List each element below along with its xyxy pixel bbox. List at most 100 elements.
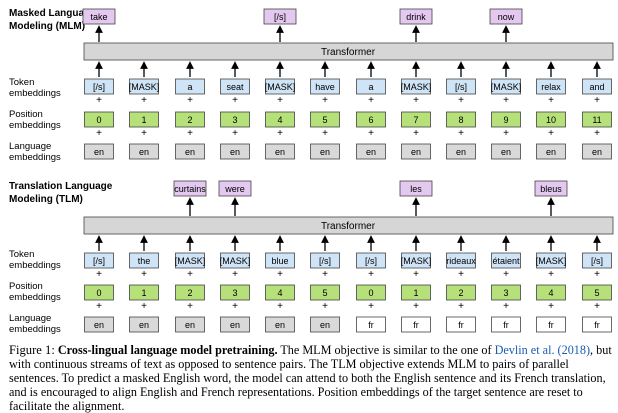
tlm-language-text: en: [230, 320, 240, 330]
mlm-plus: +: [277, 128, 283, 139]
mlm-language-box: [356, 143, 386, 160]
tlm-token-box: [175, 252, 205, 269]
tlm-token-text: the: [138, 256, 151, 266]
mlm-token-label-line1: Token: [9, 77, 34, 88]
tlm-language-label-line1: Language: [9, 313, 51, 324]
tlm-language-text: en: [94, 320, 104, 330]
tlm-plus: +: [96, 301, 102, 312]
mlm-language-text: en: [320, 147, 330, 157]
tlm-position-box: [84, 284, 114, 301]
mlm-prediction-text: [/s]: [274, 12, 286, 22]
tlm-token-text: [MASK]: [536, 256, 567, 266]
mlm-position-box: [446, 111, 476, 128]
tlm-plus: +: [413, 301, 419, 312]
mlm-language-text: en: [366, 147, 376, 157]
mlm-plus: +: [413, 95, 419, 106]
mlm-language-box: [491, 143, 521, 160]
mlm-plus: +: [141, 95, 147, 106]
mlm-plus: +: [232, 95, 238, 106]
mlm-position-box: [536, 111, 566, 128]
mlm-token-box: [84, 78, 114, 95]
mlm-column: [MASK]+1+en: [129, 61, 159, 160]
mlm-language-text: en: [501, 147, 511, 157]
mlm-columns: take[/s]+0+en[MASK]+1+ena+2+enseat+3+en[…: [82, 8, 612, 160]
mlm-language-text: en: [546, 147, 556, 157]
tlm-position-box: [175, 284, 205, 301]
mlm-position-text: 0: [96, 115, 101, 125]
mlm-token-text: have: [315, 82, 335, 92]
tlm-language-box: [356, 316, 386, 333]
tlm-position-text: 4: [548, 288, 553, 298]
tlm-token-text: [MASK]: [401, 256, 432, 266]
tlm-plus: +: [368, 301, 374, 312]
mlm-plus: +: [96, 128, 102, 139]
mlm-column: and+11+en: [582, 61, 612, 160]
mlm-prediction-text: now: [498, 12, 515, 22]
tlm-prediction-text: les: [410, 184, 422, 194]
tlm-plus: +: [232, 301, 238, 312]
tlm-token-box: [491, 252, 521, 269]
tlm-position-text: 5: [322, 288, 327, 298]
tlm-section: Translation Language Modeling (TLM) Tran…: [9, 180, 614, 335]
tlm-plus: +: [368, 269, 374, 280]
tlm-language-text: fr: [368, 320, 374, 330]
tlm-token-box: [265, 252, 295, 269]
tlm-plus: +: [413, 269, 419, 280]
mlm-language-box: [446, 143, 476, 160]
tlm-position-box: [129, 284, 159, 301]
tlm-token-text: [/s]: [319, 256, 331, 266]
mlm-transformer: Transformer: [83, 42, 614, 61]
tlm-language-box: [446, 316, 476, 333]
tlm-language-label-line2: embeddings: [9, 324, 61, 335]
caption-citation-link[interactable]: Devlin et al. (2018): [494, 343, 591, 357]
mlm-plus: +: [187, 95, 193, 106]
mlm-language-box: [536, 143, 566, 160]
tlm-plus: +: [594, 301, 600, 312]
mlm-transformer-label: Transformer: [321, 47, 376, 58]
mlm-position-text: 5: [322, 115, 327, 125]
mlm-section: Masked Language Modeling (MLM) Transform…: [9, 8, 614, 163]
tlm-position-box: [491, 284, 521, 301]
tlm-plus: +: [141, 269, 147, 280]
mlm-language-label-line2: embeddings: [9, 152, 61, 163]
tlm-plus: +: [503, 269, 509, 280]
pretraining-diagram: Masked Language Modeling (MLM) Transform…: [9, 8, 614, 335]
mlm-token-box: [220, 78, 250, 95]
tlm-prediction-text: were: [224, 184, 245, 194]
mlm-language-text: en: [139, 147, 149, 157]
mlm-language-box: [220, 143, 250, 160]
mlm-prediction-text: drink: [406, 12, 426, 22]
tlm-position-text: 2: [458, 288, 463, 298]
mlm-position-text: 2: [187, 115, 192, 125]
tlm-plus: +: [232, 269, 238, 280]
tlm-column: [/s]+0+fr: [356, 235, 386, 333]
mlm-position-box: [265, 111, 295, 128]
tlm-token-box: [356, 252, 386, 269]
tlm-position-text: 5: [594, 288, 599, 298]
tlm-language-box: [401, 316, 431, 333]
mlm-plus: +: [548, 128, 554, 139]
mlm-plus: +: [96, 95, 102, 106]
tlm-position-box: [536, 284, 566, 301]
tlm-plus: +: [277, 269, 283, 280]
mlm-title-line1: Masked Language: [9, 8, 96, 19]
mlm-language-text: en: [94, 147, 104, 157]
mlm-plus: +: [503, 128, 509, 139]
mlm-column: take[/s]+0+en: [82, 8, 116, 160]
mlm-prediction-box: [82, 8, 116, 25]
mlm-token-text: [/s]: [455, 82, 467, 92]
mlm-token-text: [MASK]: [401, 82, 432, 92]
tlm-language-box: [220, 316, 250, 333]
caption-label: Figure 1:: [9, 343, 55, 357]
tlm-language-box: [175, 316, 205, 333]
mlm-language-box: [310, 143, 340, 160]
mlm-position-text: 7: [413, 115, 418, 125]
mlm-plus: +: [458, 128, 464, 139]
tlm-position-box: [310, 284, 340, 301]
tlm-plus: +: [96, 269, 102, 280]
mlm-token-text: [/s]: [93, 82, 105, 92]
tlm-language-text: fr: [503, 320, 509, 330]
mlm-position-text: 11: [592, 115, 601, 125]
tlm-column: étaient+3+fr: [491, 235, 521, 333]
mlm-language-label-line1: Language: [9, 141, 51, 152]
